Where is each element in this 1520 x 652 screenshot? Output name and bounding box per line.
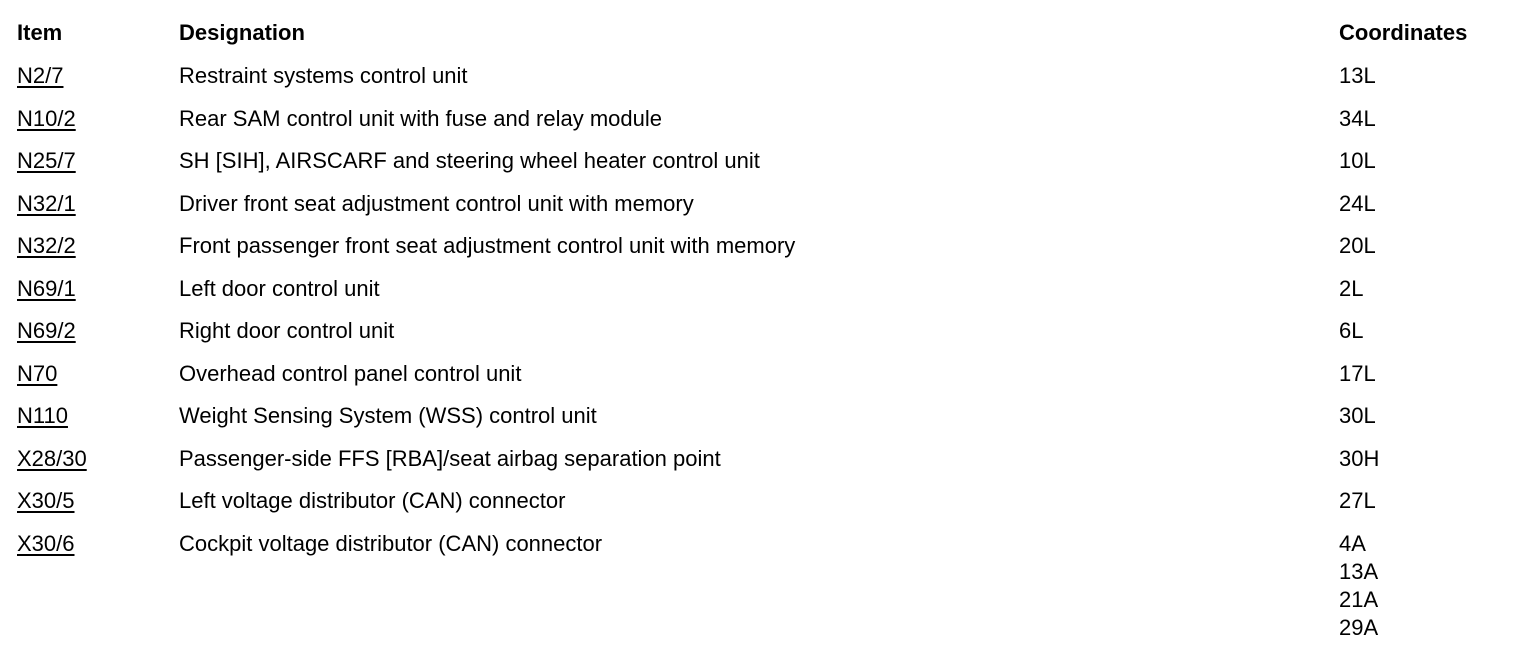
coordinate-value: 6L xyxy=(1339,318,1364,343)
coordinate-value: 17L xyxy=(1339,360,1376,386)
table-row: X30/6 Cockpit voltage distributor (CAN) … xyxy=(0,530,1520,640)
item-link[interactable]: X30/6 xyxy=(17,530,75,556)
coordinates-cell: 20L xyxy=(1339,232,1376,260)
table-row: N25/7 SH [SIH], AIRSCARF and steering wh… xyxy=(0,147,1520,190)
item-link[interactable]: N25/7 xyxy=(17,148,76,173)
coordinate-value: 2L xyxy=(1339,275,1364,301)
coordinates-cell: 24L xyxy=(1339,190,1376,218)
table-row: N10/2 Rear SAM control unit with fuse an… xyxy=(0,105,1520,148)
item-link[interactable]: N69/2 xyxy=(17,318,76,343)
item-link[interactable]: X28/30 xyxy=(17,445,87,471)
coordinates-cell: 4A 13A 21A 29A xyxy=(1339,530,1378,642)
item-link[interactable]: N32/2 xyxy=(17,233,76,258)
coordinates-cell: 6L xyxy=(1339,317,1363,345)
header-designation: Designation xyxy=(179,20,305,45)
table-row: N70 Overhead control panel control unit … xyxy=(0,360,1520,403)
designation-text: Left door control unit xyxy=(179,275,380,301)
coordinates-cell: 2L xyxy=(1339,275,1363,303)
table-row: N32/2 Front passenger front seat adjustm… xyxy=(0,232,1520,275)
designation-text: Overhead control panel control unit xyxy=(179,360,522,386)
coordinate-value: 13A xyxy=(1339,558,1379,584)
designation-text: Rear SAM control unit with fuse and rela… xyxy=(179,105,663,131)
coordinates-cell: 13L xyxy=(1339,62,1376,90)
table-row: N2/7 Restraint systems control unit 13L xyxy=(0,62,1520,105)
designation-text: Driver front seat adjustment control uni… xyxy=(179,190,694,216)
designation-text: Restraint systems control unit xyxy=(179,63,468,88)
header-coordinates: Coordinates xyxy=(1339,20,1468,45)
coordinate-value: 21A xyxy=(1339,586,1379,612)
table-row: N69/2 Right door control unit 6L xyxy=(0,317,1520,360)
coordinate-value: 13L xyxy=(1339,63,1376,88)
coordinate-value: 29A xyxy=(1339,614,1379,640)
item-link[interactable]: N32/1 xyxy=(17,190,76,216)
designation-text: Front passenger front seat adjustment co… xyxy=(179,233,796,258)
table-body: N2/7 Restraint systems control unit 13L … xyxy=(0,62,1520,640)
designation-text: Weight Sensing System (WSS) control unit xyxy=(179,403,597,428)
item-link[interactable]: N10/2 xyxy=(17,105,76,131)
table-row: N69/1 Left door control unit 2L xyxy=(0,275,1520,318)
table-row: X28/30 Passenger-side FFS [RBA]/seat air… xyxy=(0,445,1520,488)
coordinate-value: 10L xyxy=(1339,148,1376,173)
table-row: X30/5 Left voltage distributor (CAN) con… xyxy=(0,487,1520,530)
designation-text: SH [SIH], AIRSCARF and steering wheel he… xyxy=(179,148,760,173)
coordinates-cell: 27L xyxy=(1339,487,1376,515)
coordinates-cell: 34L xyxy=(1339,105,1376,133)
designation-text: Left voltage distributor (CAN) connector xyxy=(179,488,566,513)
header-item: Item xyxy=(17,20,63,45)
coordinates-cell: 30L xyxy=(1339,402,1376,430)
table-header: Item Designation Coordinates xyxy=(0,20,1520,50)
coordinate-value: 30H xyxy=(1339,445,1380,471)
designation-text: Right door control unit xyxy=(179,318,395,343)
table-row: N110 Weight Sensing System (WSS) control… xyxy=(0,402,1520,445)
designation-text: Passenger-side FFS [RBA]/seat airbag sep… xyxy=(179,445,721,471)
item-link[interactable]: N110 xyxy=(17,403,68,428)
coordinates-cell: 17L xyxy=(1339,360,1376,388)
item-link[interactable]: N70 xyxy=(17,360,58,386)
coordinate-value: 34L xyxy=(1339,105,1376,131)
item-link[interactable]: N69/1 xyxy=(17,275,76,301)
coordinate-value: 20L xyxy=(1339,233,1376,258)
coordinates-cell: 10L xyxy=(1339,147,1376,175)
table-row: N32/1 Driver front seat adjustment contr… xyxy=(0,190,1520,233)
coordinates-cell: 30H xyxy=(1339,445,1379,473)
coordinate-value: 30L xyxy=(1339,403,1376,428)
item-link[interactable]: N2/7 xyxy=(17,63,64,88)
coordinate-value: 4A xyxy=(1339,530,1366,556)
coordinate-value: 27L xyxy=(1339,488,1376,513)
item-link[interactable]: X30/5 xyxy=(17,488,75,513)
coordinate-value: 24L xyxy=(1339,190,1376,216)
designation-text: Cockpit voltage distributor (CAN) connec… xyxy=(179,530,603,556)
